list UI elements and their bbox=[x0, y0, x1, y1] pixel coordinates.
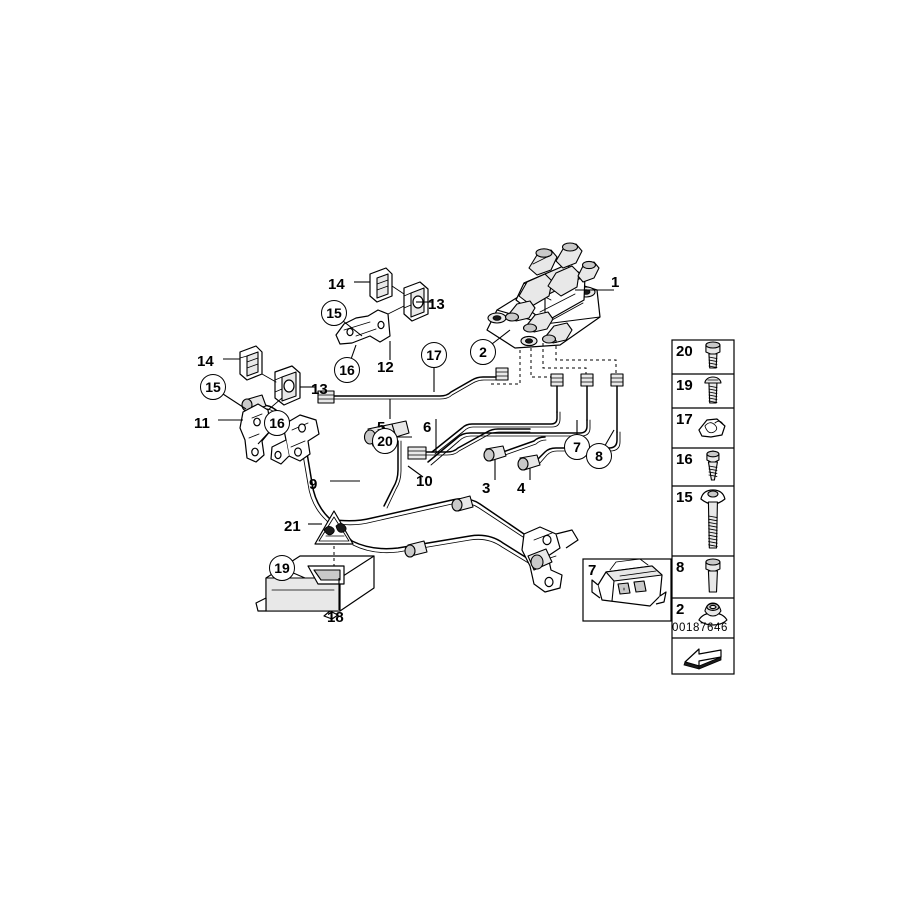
inset-connector-block bbox=[582, 558, 672, 622]
callout-3: 3 bbox=[482, 480, 491, 497]
legend-graphics bbox=[671, 339, 735, 675]
callout-13: 13 bbox=[311, 381, 328, 398]
hydraulic-pipe-runs bbox=[241, 376, 621, 574]
legend-number-8: 8 bbox=[676, 559, 685, 576]
callout-15: 15 bbox=[200, 374, 226, 400]
leader-line bbox=[491, 329, 511, 345]
callout-15: 15 bbox=[321, 300, 347, 326]
callout-4: 4 bbox=[517, 480, 526, 497]
legend-icon-direction-arrow bbox=[683, 648, 722, 670]
callout-20: 20 bbox=[372, 428, 398, 454]
leader-line bbox=[407, 465, 424, 478]
port-stub-group bbox=[495, 367, 624, 433]
legend-number-20: 20 bbox=[676, 343, 693, 360]
legend-number-2: 2 bbox=[676, 601, 685, 618]
legend-icon-hex-bolt-tapered bbox=[706, 450, 720, 481]
callout-11: 11 bbox=[194, 415, 210, 432]
callout-16: 16 bbox=[264, 410, 290, 436]
legend-frame bbox=[671, 339, 735, 675]
callout-18: 18 bbox=[327, 609, 344, 626]
callout-10: 10 bbox=[416, 473, 433, 490]
leader-line bbox=[342, 320, 363, 337]
callout-12: 12 bbox=[377, 359, 394, 376]
callout-14: 14 bbox=[197, 353, 214, 370]
diagram-id-number: 00187646 bbox=[672, 622, 728, 634]
callout-9: 9 bbox=[309, 476, 318, 493]
port-group-front bbox=[504, 300, 573, 344]
callout-8: 8 bbox=[586, 443, 612, 469]
legend-number-16: 16 bbox=[676, 451, 693, 468]
callout-14: 14 bbox=[328, 276, 345, 293]
legend-number-17: 17 bbox=[676, 411, 693, 428]
inset-label-7: 7 bbox=[588, 562, 597, 579]
solenoid-group-upper bbox=[528, 242, 600, 283]
dashed-connection-lines bbox=[490, 340, 617, 385]
right-lower-mount-bracket bbox=[521, 526, 579, 593]
control-module bbox=[255, 555, 375, 620]
leader-line bbox=[222, 393, 247, 410]
callout-21: 21 bbox=[284, 518, 301, 535]
legend-icon-pan-head-screw bbox=[704, 376, 722, 404]
callout-19: 19 bbox=[269, 555, 295, 581]
callout-17: 17 bbox=[421, 342, 447, 368]
warning-triangle-label bbox=[314, 510, 354, 566]
callout-1: 1 bbox=[611, 274, 620, 291]
callout-6: 6 bbox=[423, 419, 432, 436]
valve-block-assembly bbox=[486, 242, 601, 349]
bracket-cluster-top bbox=[335, 267, 429, 345]
legend-icon-hex-bolt-short bbox=[705, 341, 721, 369]
legend-icon-pipe-clip bbox=[698, 418, 726, 438]
legend-icon-long-collar-bolt bbox=[700, 489, 726, 549]
bracket-cluster-left bbox=[239, 345, 301, 463]
callout-2: 2 bbox=[470, 339, 496, 365]
legend-icon-hex-bolt-plain bbox=[705, 558, 721, 593]
callout-leaders bbox=[218, 281, 615, 610]
callout-5: 5 bbox=[377, 420, 385, 435]
lower-left-mount-bracket bbox=[270, 414, 320, 465]
legend-icon-flange-nut bbox=[698, 602, 728, 626]
legend-number-19: 19 bbox=[676, 377, 693, 394]
callout-16: 16 bbox=[334, 357, 360, 383]
callout-13: 13 bbox=[428, 296, 445, 313]
legend-number-15: 15 bbox=[676, 489, 693, 506]
